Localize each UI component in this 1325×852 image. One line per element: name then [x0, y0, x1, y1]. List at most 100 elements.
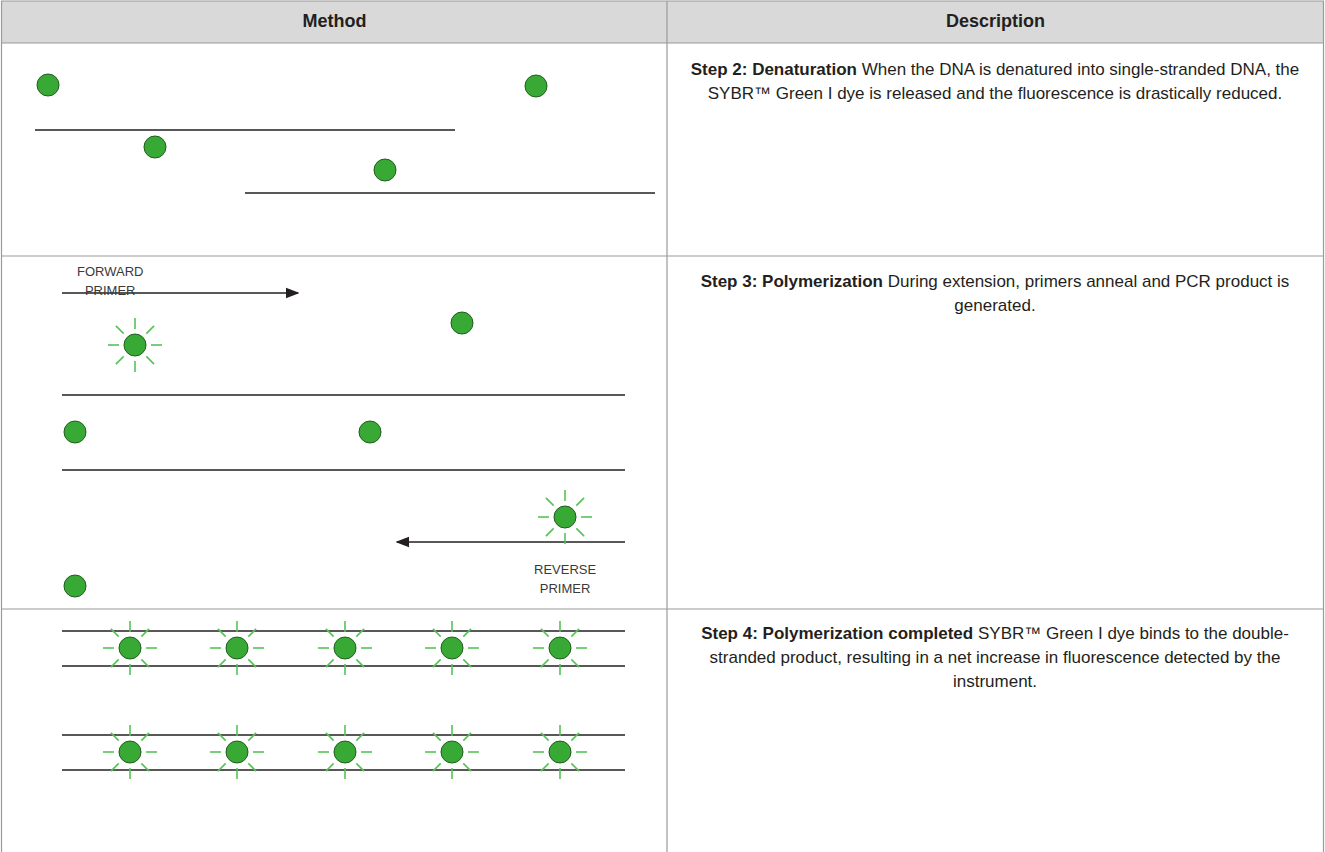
bound-dye	[334, 637, 356, 659]
glow-ray	[111, 629, 119, 637]
primer-label: FORWARD PRIMER	[77, 264, 143, 298]
glow-ray	[356, 629, 364, 637]
free-dye	[37, 74, 59, 96]
glow-ray	[344, 768, 346, 779]
glow-ray	[108, 344, 119, 346]
glow-ray	[151, 344, 162, 346]
glow-ray	[576, 751, 587, 753]
glow-ray	[318, 647, 329, 649]
bound-dye	[226, 637, 248, 659]
glow-ray	[576, 647, 587, 649]
column-header: Description	[946, 11, 1045, 31]
glow-ray	[425, 751, 436, 753]
glow-ray	[425, 647, 436, 649]
glow-ray	[538, 516, 549, 518]
glow-ray	[581, 516, 592, 518]
glow-ray	[468, 647, 479, 649]
glow-ray	[463, 733, 471, 741]
glow-ray	[116, 326, 124, 334]
glow-ray	[218, 629, 226, 637]
glow-ray	[218, 763, 226, 771]
glow-ray	[433, 733, 441, 741]
glow-ray	[253, 751, 264, 753]
primer-label: REVERSE PRIMER	[534, 560, 596, 598]
glow-ray	[326, 733, 334, 741]
glow-ray	[111, 763, 119, 771]
column-header: Description	[668, 11, 1323, 32]
free-dye	[64, 421, 86, 443]
glow-ray	[210, 751, 221, 753]
glow-ray	[248, 629, 256, 637]
glow-ray	[468, 751, 479, 753]
glow-ray	[134, 361, 136, 372]
glow-ray	[356, 659, 364, 667]
bound-dye	[119, 741, 141, 763]
column-header: Method	[2, 11, 667, 32]
glow-ray	[236, 725, 238, 736]
bound-dye	[549, 637, 571, 659]
glow-ray	[451, 725, 453, 736]
bound-dye	[554, 506, 576, 528]
free-dye	[64, 575, 86, 597]
glow-ray	[236, 621, 238, 632]
glow-ray	[326, 629, 334, 637]
sybr-dye	[37, 74, 592, 779]
step-heading: Step 3: Polymerization	[701, 272, 883, 291]
glow-ray	[103, 751, 114, 753]
bound-dye	[334, 741, 356, 763]
glow-ray	[463, 763, 471, 771]
header-band	[1, 1, 1323, 43]
free-dye	[374, 159, 396, 181]
primer-label: REVERSE PRIMER	[534, 562, 596, 596]
glow-ray	[134, 318, 136, 329]
glow-ray	[463, 629, 471, 637]
glow-ray	[318, 751, 329, 753]
glow-ray	[146, 356, 154, 364]
glow-ray	[129, 621, 131, 632]
bound-dye	[124, 334, 146, 356]
glow-ray	[129, 725, 131, 736]
glow-ray	[344, 664, 346, 675]
description-cell: Step 4: Polymerization completedSYBR™ Gr…	[680, 622, 1310, 694]
bound-dye	[226, 741, 248, 763]
glow-ray	[141, 763, 149, 771]
glow-ray	[571, 629, 579, 637]
glow-ray	[541, 733, 549, 741]
glow-ray	[218, 659, 226, 667]
glow-ray	[361, 751, 372, 753]
glow-ray	[141, 629, 149, 637]
glow-ray	[111, 659, 119, 667]
glow-ray	[326, 763, 334, 771]
glow-ray	[541, 629, 549, 637]
glow-ray	[451, 664, 453, 675]
free-dye	[451, 312, 473, 334]
step-heading: Step 4: Polymerization completed	[701, 624, 973, 643]
glow-ray	[571, 659, 579, 667]
description-cell: Step 3: Polymerization During extension, …	[680, 270, 1310, 318]
glow-ray	[533, 647, 544, 649]
glow-ray	[546, 498, 554, 506]
glow-ray	[141, 659, 149, 667]
glow-ray	[541, 763, 549, 771]
glow-ray	[326, 659, 334, 667]
glow-ray	[141, 733, 149, 741]
glow-ray	[433, 629, 441, 637]
glow-ray	[451, 768, 453, 779]
step-description: During extension, primers anneal and PCR…	[888, 272, 1290, 315]
free-dye	[359, 421, 381, 443]
glow-ray	[564, 533, 566, 544]
glow-ray	[146, 751, 157, 753]
glow-ray	[433, 659, 441, 667]
glow-ray	[248, 733, 256, 741]
glow-ray	[564, 490, 566, 501]
description-cell: Step 2: DenaturationWhen the DNA is dena…	[680, 58, 1310, 106]
glow-ray	[463, 659, 471, 667]
glow-ray	[236, 768, 238, 779]
glow-ray	[576, 498, 584, 506]
free-dye	[525, 75, 547, 97]
glow-ray	[253, 647, 264, 649]
glow-ray	[218, 733, 226, 741]
glow-ray	[129, 768, 131, 779]
free-dye	[144, 136, 166, 158]
